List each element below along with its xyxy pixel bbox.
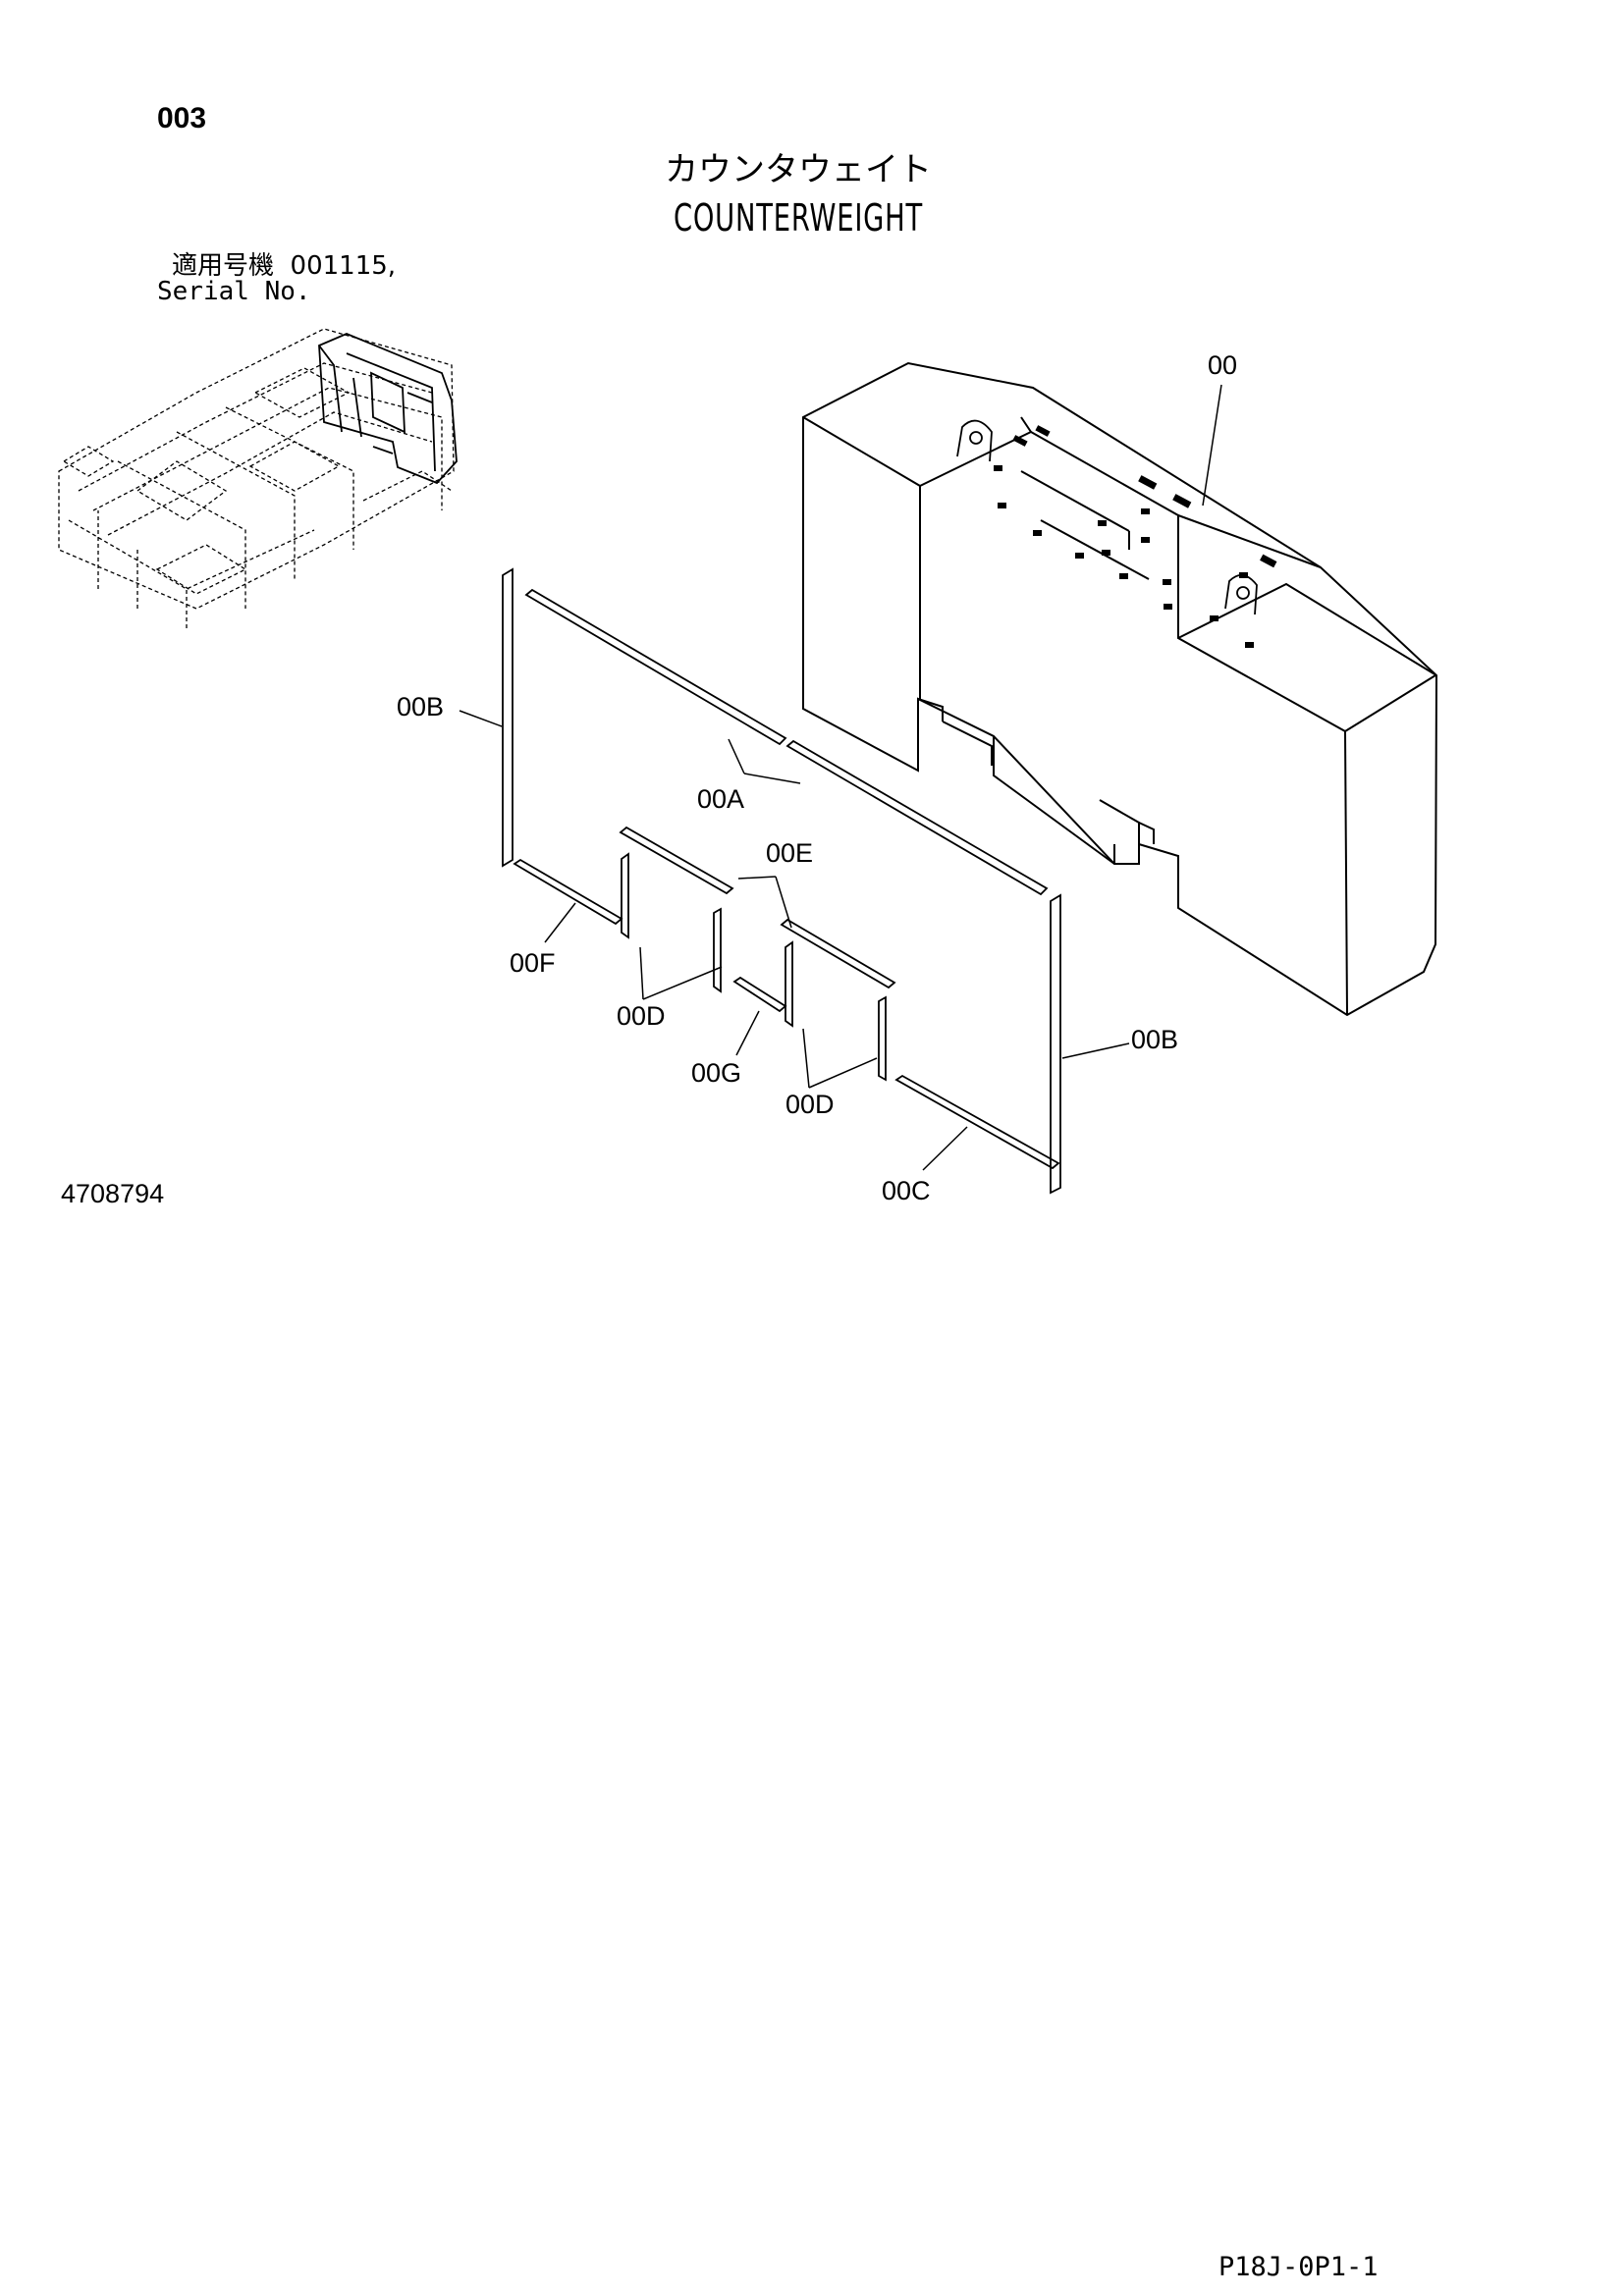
callout-00d-1: 00D <box>617 1001 666 1031</box>
strip-00a-1 <box>524 588 787 746</box>
title-japanese: カウンタウェイト <box>665 150 932 189</box>
title-english: COUNTERWEIGHT <box>673 196 924 240</box>
strip-00f <box>513 858 623 926</box>
locator-thumbnail <box>58 328 458 628</box>
serial-applicability: 適用号機 001115, <box>172 253 396 279</box>
callout-00e: 00E <box>766 838 813 868</box>
serial-label-japanese: 適用号機 <box>172 251 275 281</box>
document-number: 4708794 <box>61 1179 165 1208</box>
strip-00a-2 <box>785 739 1049 896</box>
serial-value: 001115, <box>290 251 397 281</box>
strip-00b-left <box>502 567 514 868</box>
callout-00: 00 <box>1208 350 1237 380</box>
counterweight-body <box>802 361 1438 1017</box>
strip-00d-2 <box>713 907 722 993</box>
strip-00d-3 <box>785 940 793 1028</box>
serial-label-english: Serial No. <box>157 277 311 306</box>
strip-00c <box>894 1074 1060 1170</box>
callout-00g: 00G <box>691 1058 741 1088</box>
callout-00c: 00C <box>882 1176 931 1205</box>
leader-lines <box>459 384 1222 1171</box>
strip-00e-1 <box>619 826 734 895</box>
page-number: 003 <box>157 102 207 134</box>
callout-00b-left: 00B <box>397 692 444 721</box>
strip-00g <box>732 976 787 1013</box>
strip-00d-4 <box>878 995 887 1082</box>
strip-parts <box>502 567 1061 1195</box>
strip-00b-right <box>1050 893 1061 1195</box>
reference-code: P18J-0P1-1 <box>1218 2252 1379 2282</box>
callout-00b-right: 00B <box>1131 1025 1178 1054</box>
strip-00d-1 <box>621 852 629 939</box>
callout-00f: 00F <box>510 948 556 978</box>
callout-00a: 00A <box>697 784 744 814</box>
top-holes <box>994 425 1277 648</box>
callout-00d-2: 00D <box>785 1090 835 1119</box>
callout-labels: 00 00B 00A 00E 00F 00D 00B 00G 00D 00C <box>397 350 1237 1205</box>
strip-00e-2 <box>780 918 896 989</box>
